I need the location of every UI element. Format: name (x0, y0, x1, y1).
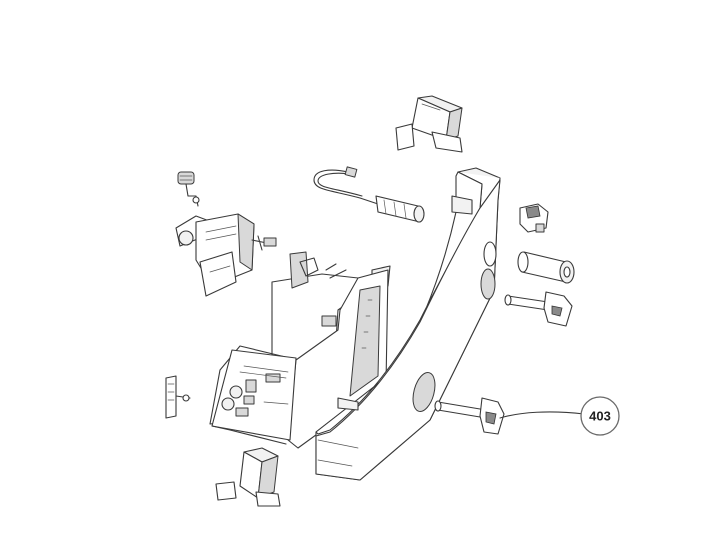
callout-bubble (580, 396, 620, 436)
gas-valve-assembly (175, 171, 277, 297)
switch-knob-part (519, 203, 549, 233)
front-control-panel-housing (315, 167, 501, 481)
callout-leader-line (499, 411, 585, 419)
knob-shaft-upper (504, 291, 573, 327)
sensor-wire-assembly (313, 166, 425, 223)
knob-shaft-lower (434, 397, 505, 435)
left-clip-bracket (165, 375, 191, 419)
callout-label: 403 (589, 409, 611, 424)
top-mounting-bracket (395, 95, 463, 153)
callout-403: 403 (499, 396, 620, 436)
cylinder-sleeve-part (517, 251, 575, 284)
bottom-mounting-bracket (215, 447, 281, 507)
control-board-assembly (209, 251, 391, 449)
